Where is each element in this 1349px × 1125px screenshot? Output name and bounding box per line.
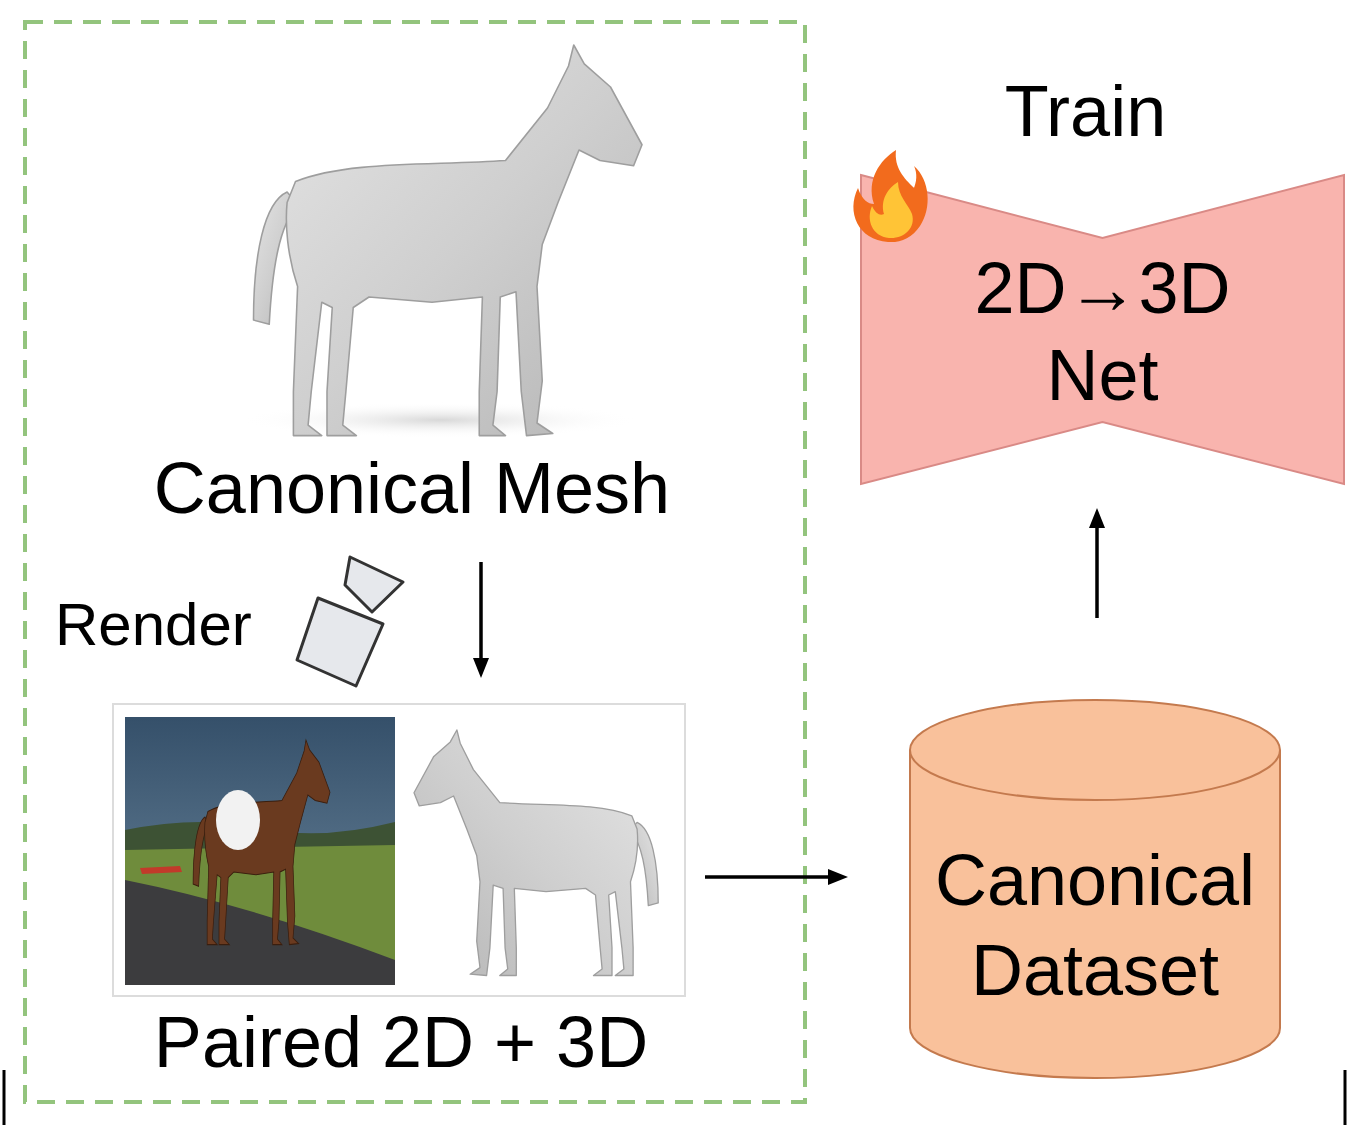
bracket-tick	[1344, 1070, 1347, 1125]
flow-arrow	[473, 562, 489, 678]
arrow-line	[479, 562, 483, 662]
bowtie-shape	[860, 174, 1345, 485]
network-heading: Train	[843, 70, 1328, 153]
network-bowtie: Train2D→3D Net	[860, 174, 1345, 485]
arrow-line	[1095, 524, 1099, 618]
mesh-horse-small	[414, 730, 658, 976]
dataset-label: Canonical Dataset	[925, 835, 1265, 1015]
flow-arrow	[705, 869, 848, 885]
dataset-cylinder: Canonical Dataset	[908, 700, 1282, 1080]
fire-icon	[853, 150, 927, 242]
mesh-horse	[254, 45, 643, 436]
group-frame	[25, 22, 805, 1102]
mesh-panel: Canonical Mesh	[112, 40, 712, 530]
bracket-tick	[3, 1070, 6, 1125]
camera-icon	[297, 557, 403, 686]
image-frame: Paired 2D + 3D	[112, 703, 686, 997]
arrow-line	[705, 875, 832, 879]
flow-arrow	[1089, 508, 1105, 618]
step-label: Render	[55, 590, 252, 659]
arrow-head	[1089, 508, 1105, 528]
network-label: 2D→3D Net	[953, 245, 1253, 418]
rendered-photo	[125, 717, 395, 985]
arrow-head	[473, 658, 489, 678]
arrow-head	[828, 869, 848, 885]
panel-caption: Canonical Mesh	[112, 447, 712, 530]
frame-caption: Paired 2D + 3D	[94, 1001, 708, 1084]
